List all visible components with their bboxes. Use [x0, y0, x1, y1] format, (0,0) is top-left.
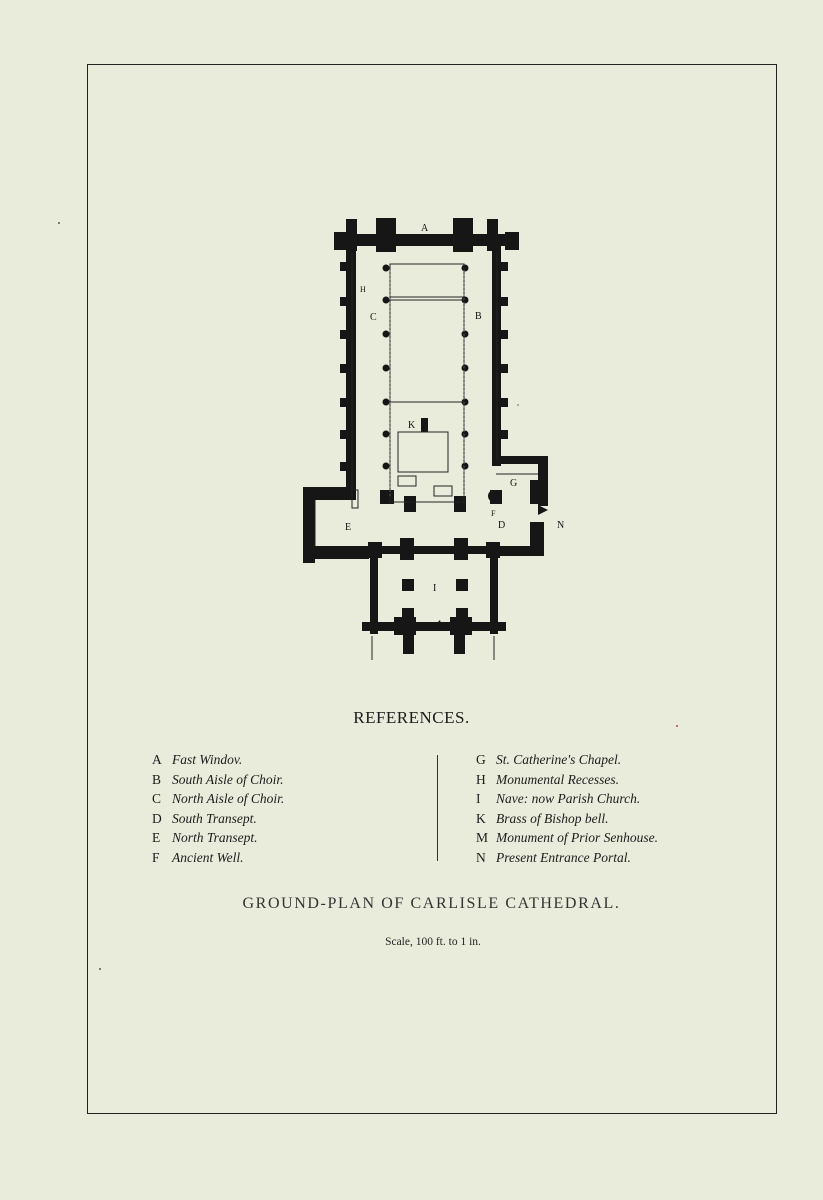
- references-divider: [437, 755, 438, 861]
- plan-label-i: I: [433, 583, 436, 594]
- plan-label-f: F: [491, 509, 496, 518]
- paper-speck: [58, 222, 60, 224]
- plan-label-n: N: [557, 520, 564, 531]
- plan-label-g: G: [510, 478, 517, 489]
- references-title: REFERENCES.: [353, 708, 470, 727]
- ground-plan-drawing: A H C B K G F E D N I: [303, 218, 564, 660]
- page-border: [87, 64, 777, 1114]
- paper-speck: [517, 404, 519, 406]
- paper-speck: [676, 725, 678, 727]
- plan-label-k: K: [408, 420, 416, 431]
- plan-label-b: B: [475, 311, 482, 322]
- plan-label-h: H: [360, 285, 366, 294]
- plan-label-d: D: [498, 520, 505, 531]
- paper-speck: [99, 968, 101, 970]
- plan-label-a: A: [421, 223, 429, 234]
- plan-label-e: E: [345, 522, 351, 533]
- scale-note: Scale, 100 ft. to 1 in.: [385, 936, 481, 948]
- plan-label-c: C: [370, 312, 377, 323]
- plate-caption: GROUND-PLAN OF CARLISLE CATHEDRAL.: [242, 895, 621, 912]
